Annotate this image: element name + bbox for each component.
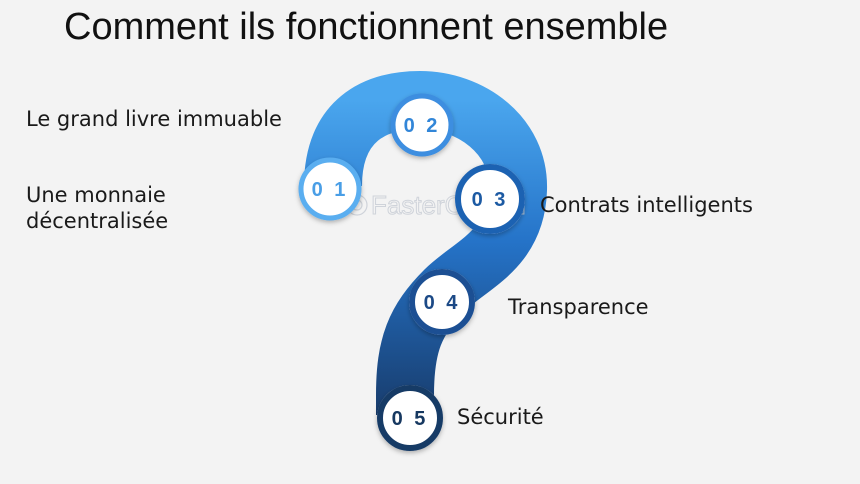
step-label-line: Transparence <box>508 295 649 319</box>
step-label-line: Une monnaie <box>26 183 166 207</box>
step-label-04: Transparence <box>508 294 649 320</box>
step-circle-02: 0 2 <box>390 93 454 157</box>
step-label-05: Sécurité <box>457 404 544 430</box>
step-circle-03: 0 3 <box>455 164 525 234</box>
step-circle-04: 0 4 <box>409 269 475 335</box>
step-label-line: Le grand livre immuable <box>26 107 282 131</box>
step-label-03: Contrats intelligents <box>540 192 753 218</box>
step-label-01: Une monnaie décentralisée <box>26 182 168 234</box>
step-number-01: 0 1 <box>312 179 349 201</box>
step-number-05: 0 5 <box>392 408 429 430</box>
step-label-02: Le grand livre immuable <box>26 106 282 132</box>
step-label-line: Sécurité <box>457 405 544 429</box>
step-number-02: 0 2 <box>404 115 441 137</box>
step-label-line: Contrats intelligents <box>540 193 753 217</box>
step-number-03: 0 3 <box>472 189 509 211</box>
step-circle-05: 0 5 <box>377 385 443 451</box>
page-title: Comment ils fonctionnent ensemble <box>64 6 669 48</box>
step-label-line: décentralisée <box>26 209 169 233</box>
step-circle-01: 0 1 <box>298 157 362 221</box>
step-number-04: 0 4 <box>424 292 461 314</box>
